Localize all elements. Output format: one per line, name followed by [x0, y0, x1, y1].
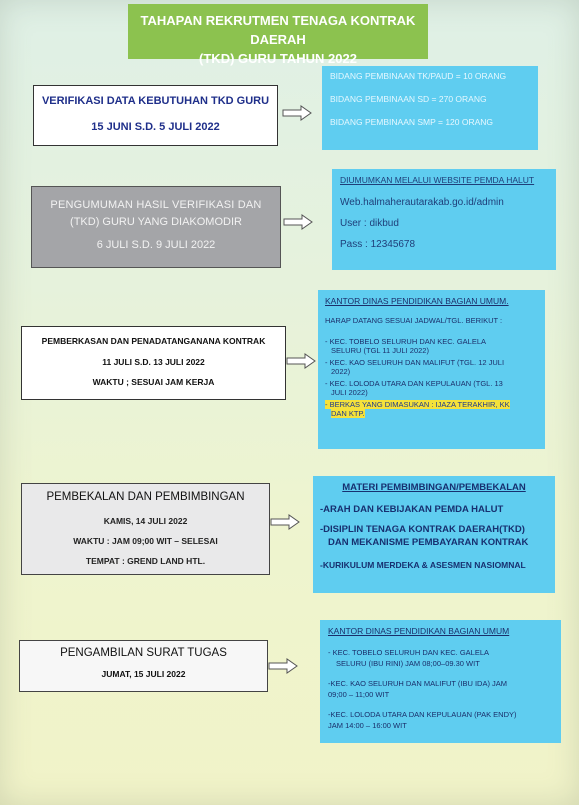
step-3-title: PEMBERKASAN DAN PENADATANGANANA KONTRAK	[41, 336, 266, 346]
info-5-item-3-l1: -KEC. LOLODA UTARA DAN KEPULAUAN (PAK EN…	[328, 710, 517, 719]
info-1-line-1: BIDANG PEMBINAAN TK/PAUD = 10 ORANG	[330, 71, 507, 81]
info-5-item-1-l1: - KEC. TOBELO SELURUH DAN KEC. GALELA	[328, 648, 490, 657]
info-2-heading: DIUMUMKAN MELALUI WEBSITE PEMDA HALUT	[340, 175, 535, 185]
poster-title: TAHAPAN REKRUTMEN TENAGA KONTRAK DAERAH …	[128, 4, 428, 66]
right-arrow-icon	[283, 214, 313, 230]
info-4-item-2-l1: -DISIPLIN TENAGA KONTRAK DAERAH(TKD)	[320, 524, 525, 535]
right-arrow-icon	[286, 353, 316, 369]
step-1-title: VERIFIKASI DATA KEBUTUHAN TKD GURU	[41, 95, 270, 107]
step-2-info: DIUMUMKAN MELALUI WEBSITE PEMDA HALUT We…	[332, 169, 556, 270]
step-3-time: WAKTU ; SESUAI JAM KERJA	[92, 377, 215, 387]
step-4-date: KAMIS, 14 JULI 2022	[103, 516, 188, 526]
step-5-box: PENGAMBILAN SURAT TUGAS JUMAT, 15 JULI 2…	[19, 640, 268, 692]
info-1-line-3: BIDANG PEMBINAAN SMP = 120 ORANG	[330, 117, 494, 127]
step-4-place: TEMPAT : GREND LAND HTL.	[85, 556, 206, 566]
step-2-date: 6 JULI S.D. 9 JULI 2022	[96, 239, 216, 251]
step-3-info: KANTOR DINAS PENDIDIKAN BAGIAN UMUM. HAR…	[318, 290, 545, 449]
info-1-line-2: BIDANG PEMBINAAN SD = 270 ORANG	[330, 94, 487, 104]
info-3-item-1-l2: SELURU (TGL 11 JULI 2022)	[331, 346, 429, 355]
step-5-info: KANTOR DINAS PENDIDIKAN BAGIAN UMUM - KE…	[320, 620, 561, 743]
info-4-item-1: -ARAH DAN KEBIJAKAN PEMDA HALUT	[320, 504, 504, 515]
step-4-time: WAKTU : JAM 09;00 WIT – SELESAI	[73, 536, 218, 546]
step-5-title: PENGAMBILAN SURAT TUGAS	[60, 647, 227, 659]
info-5-heading: KANTOR DINAS PENDIDIKAN BAGIAN UMUM	[328, 626, 510, 636]
right-arrow-icon	[282, 105, 312, 121]
info-3-highlight: - BERKAS YANG DIMASUKAN : IJAZA TERAKHIR…	[325, 400, 538, 418]
step-1-date: 15 JUNI S.D. 5 JULI 2022	[91, 121, 220, 133]
info-4-item-2-l2: DAN MEKANISME PEMBAYARAN KONTRAK	[328, 537, 529, 548]
info-5-item-1-l2: SELURU (IBU RINI) JAM 08;00–09.30 WIT	[336, 659, 480, 668]
step-2-title-line-1: PENGUMUMAN HASIL VERIFIKASI DAN	[50, 199, 262, 211]
step-4-box: PEMBEKALAN DAN PEMBIMBINGAN KAMIS, 14 JU…	[21, 483, 270, 575]
info-3-highlight-l2: DAN KTP.	[331, 409, 365, 418]
step-1-info: BIDANG PEMBINAAN TK/PAUD = 10 ORANG BIDA…	[322, 66, 538, 150]
step-1-box: VERIFIKASI DATA KEBUTUHAN TKD GURU 15 JU…	[33, 85, 278, 146]
info-2-line-1: Web.halmaherautarakab.go.id/admin	[340, 197, 504, 208]
info-3-item-3-l2: JULI 2022)	[331, 388, 368, 397]
info-3-item-2-l1: - KEC. KAO SELURUH DAN MALIFUT (TGL. 12 …	[325, 358, 505, 367]
title-line-1: TAHAPAN REKRUTMEN TENAGA KONTRAK DAERAH	[140, 13, 416, 47]
step-4-info: MATERI PEMBIMBINGAN/PEMBEKALAN -ARAH DAN…	[313, 476, 555, 593]
info-5-item-3-l2: JAM 14:00 – 16:00 WIT	[328, 721, 407, 730]
info-5-item-2-l1: -KEC. KAO SELURUH DAN MALIFUT (IBU IDA) …	[328, 679, 508, 688]
info-3-item-2-l2: 2022)	[331, 367, 351, 376]
step-2-box: PENGUMUMAN HASIL VERIFIKASI DAN (TKD) GU…	[31, 186, 281, 268]
step-3-box: PEMBERKASAN DAN PENADATANGANANA KONTRAK …	[21, 326, 286, 400]
step-3-date: 11 JULI S.D. 13 JULI 2022	[102, 357, 205, 367]
info-3-highlight-l1: - BERKAS YANG DIMASUKAN : IJAZA TERAKHIR…	[325, 400, 510, 409]
right-arrow-icon	[268, 658, 298, 674]
info-3-subheading: HARAP DATANG SESUAI JADWAL/TGL. BERIKUT …	[325, 316, 503, 325]
info-2-line-3: Pass : 12345678	[340, 239, 416, 250]
right-arrow-icon	[270, 514, 300, 530]
title-line-2: (TKD) GURU TAHUN 2022	[199, 51, 357, 66]
info-3-heading: KANTOR DINAS PENDIDIKAN BAGIAN UMUM.	[325, 296, 509, 306]
step-2-title-line-2: (TKD) GURU YANG DIAKOMODIR	[70, 216, 242, 228]
info-4-heading: MATERI PEMBIMBINGAN/PEMBEKALAN	[342, 482, 526, 493]
step-4-title: PEMBEKALAN DAN PEMBIMBINGAN	[46, 491, 245, 503]
info-5-item-2-l2: 09;00 – 11;00 WIT	[328, 690, 390, 699]
info-4-item-3: -KURIKULUM MERDEKA & ASESMEN NASIOMNAL	[320, 560, 526, 570]
info-3-item-1-l1: - KEC. TOBELO SELURUH DAN KEC. GALELA	[325, 337, 487, 346]
step-5-date: JUMAT, 15 JULI 2022	[101, 669, 186, 679]
info-3-item-3-l1: - KEC. LOLODA UTARA DAN KEPULAUAN (TGL. …	[325, 379, 503, 388]
info-2-line-2: User : dikbud	[340, 218, 399, 229]
